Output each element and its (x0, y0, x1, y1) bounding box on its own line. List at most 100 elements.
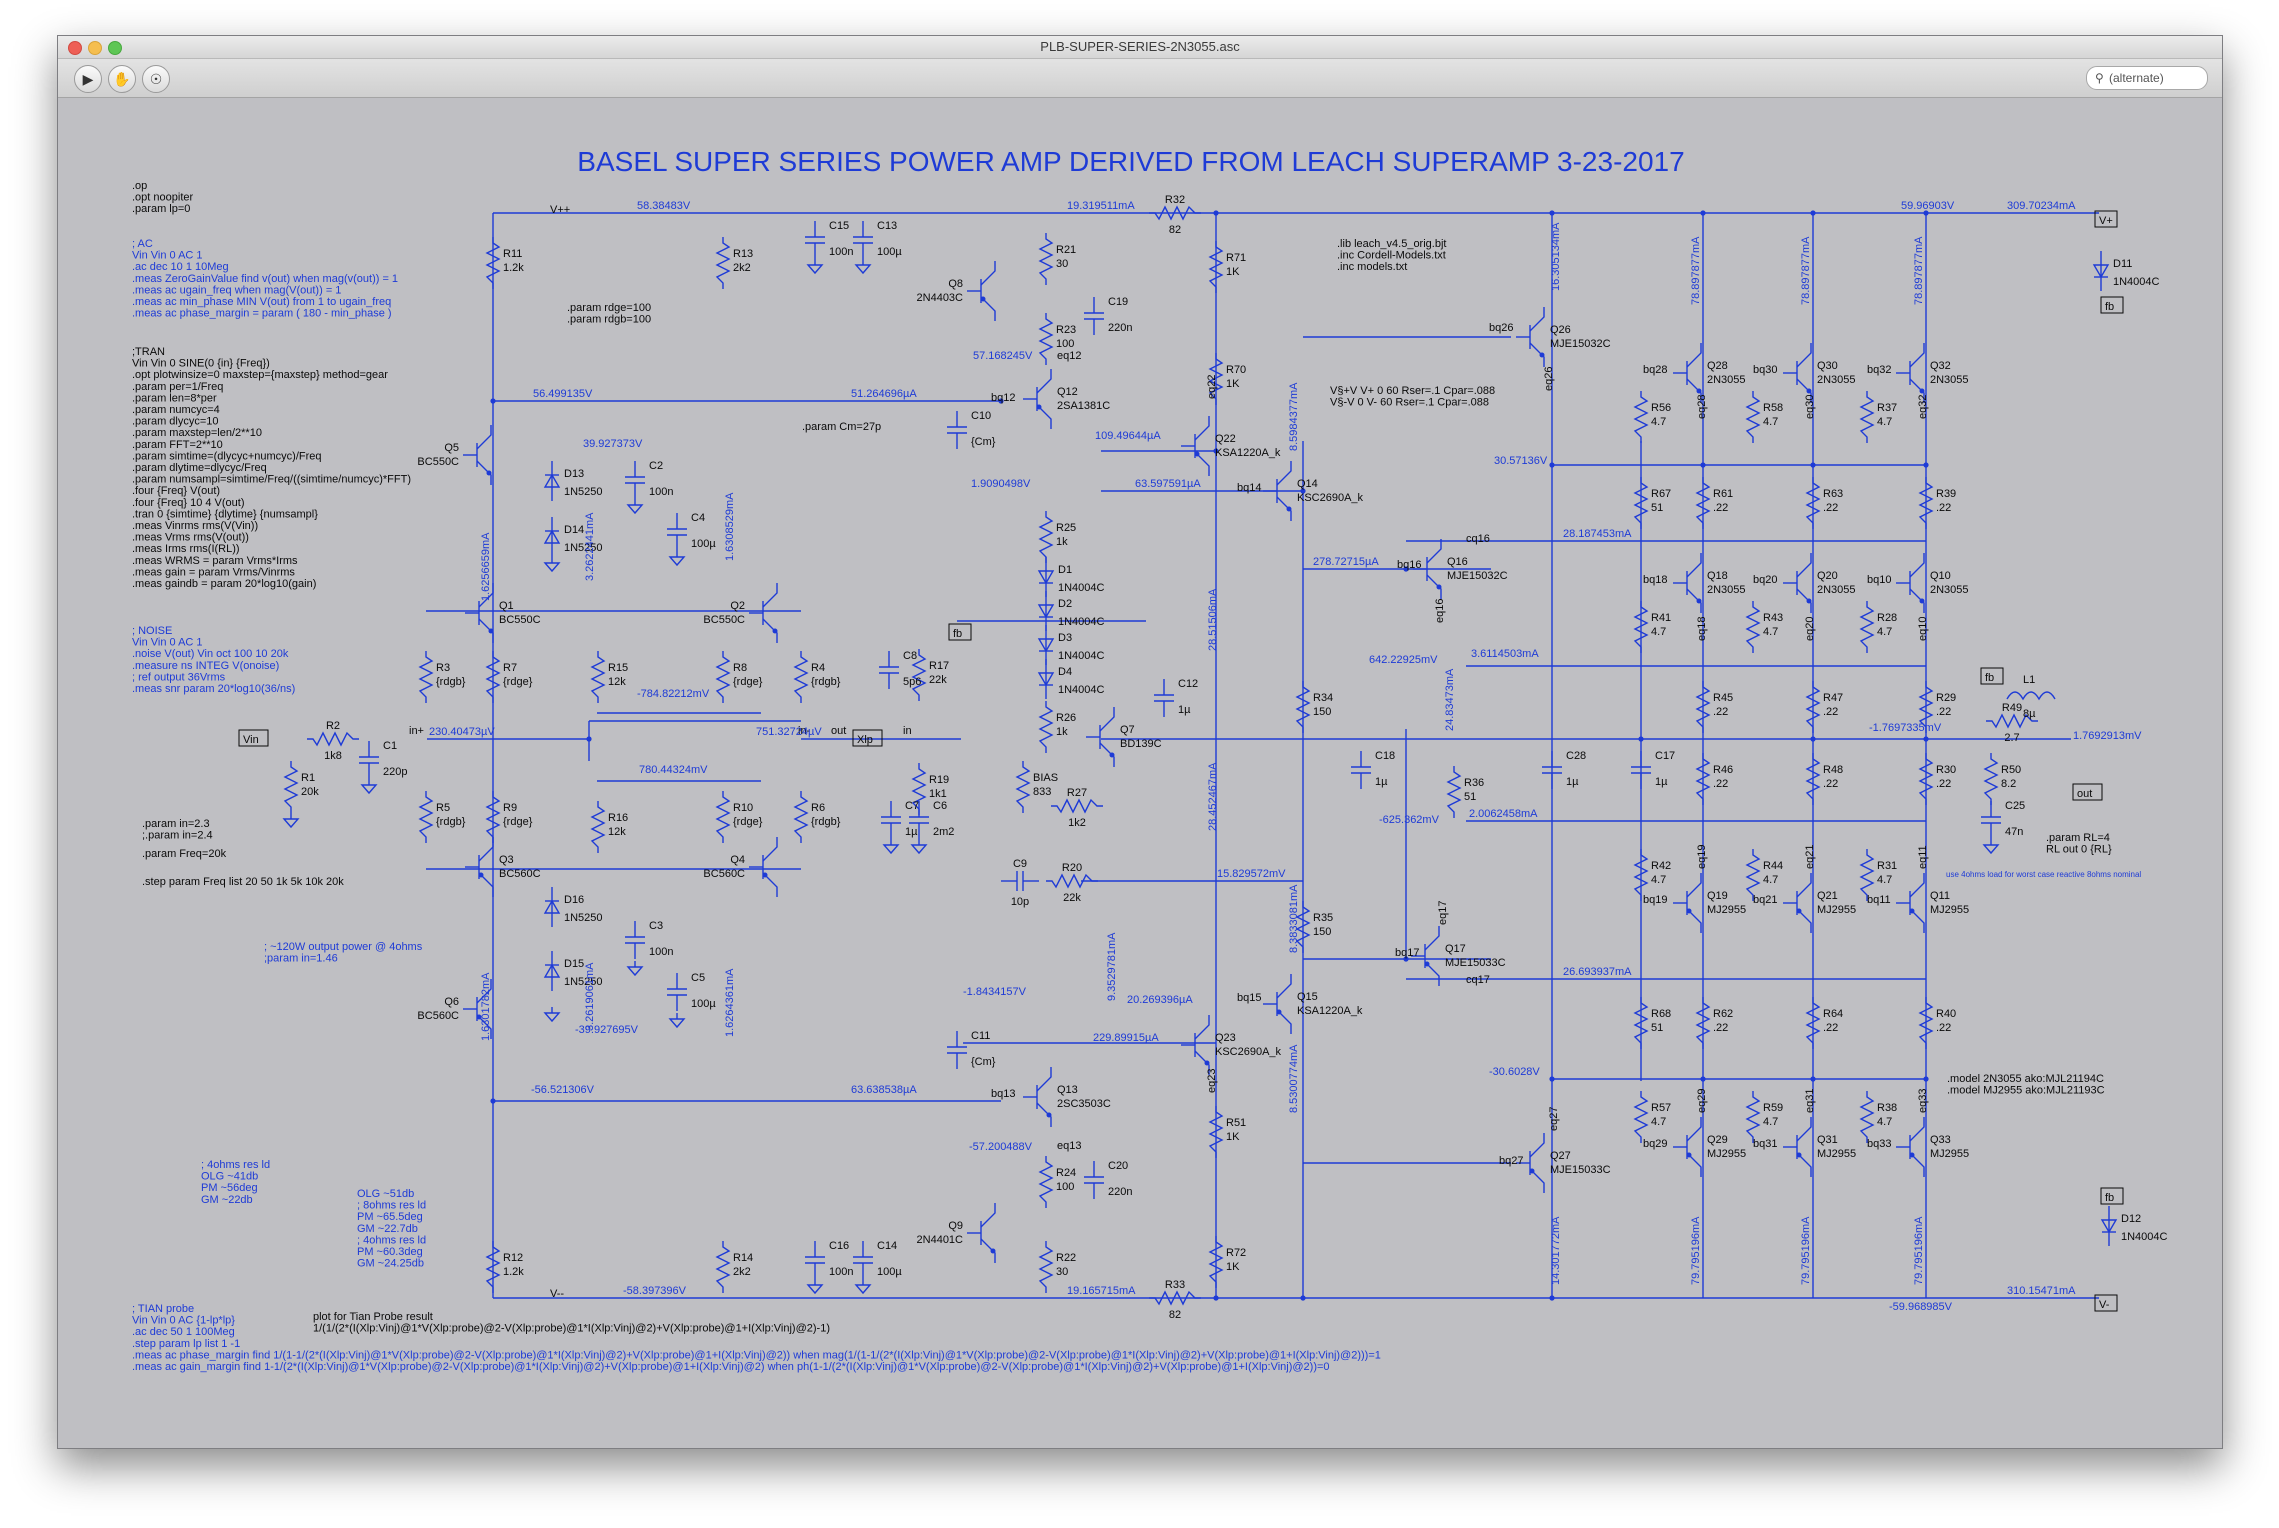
wire (1208, 241, 1224, 293)
transistor-arrow (1436, 584, 1442, 590)
schematic-canvas[interactable]: BASEL SUPER SERIES POWER AMP DERIVED FRO… (58, 98, 2222, 1448)
diode-body (2092, 264, 2110, 279)
diode-body (543, 473, 561, 488)
net-flag (1980, 667, 2004, 685)
wire (1686, 553, 1702, 578)
transistor-arrow (772, 628, 778, 634)
resistor-value: 833 (1033, 786, 1051, 798)
transistor-arrow (1806, 388, 1812, 394)
probe-icon[interactable]: ☉ (142, 65, 170, 93)
transistor-model: 2N3055 (1707, 584, 1746, 596)
spice-directive: .opt noopiter (132, 192, 193, 204)
resistor-ref: R17 (929, 660, 949, 672)
probe-readout: 780.44324mV (639, 764, 708, 776)
wire (1859, 391, 1875, 443)
transistor-ref: Q15 (1297, 991, 1318, 1003)
close-button[interactable] (68, 41, 82, 55)
resistor-value: 4.7 (1651, 874, 1666, 886)
wire (1426, 574, 1442, 599)
wire (1796, 343, 1812, 368)
net-label: eq18 (1696, 617, 1708, 641)
spice-directive: .param numcyc=4 (132, 404, 220, 416)
spice-directive: .inc models.txt (1337, 261, 1407, 273)
wire (1149, 205, 1201, 221)
spice-directive: GM ~22db (201, 1194, 253, 1206)
probe-readout: 78.897877mA (1690, 236, 1702, 305)
transistor-arrow (1796, 1152, 1802, 1158)
capacitor-value: 1µ (1566, 776, 1579, 788)
junction-dot (1403, 566, 1409, 572)
resistor-value: 150 (1313, 926, 1331, 938)
diode-model: 1N4004C (1058, 650, 1105, 662)
transistor-ref: Q4 (730, 854, 745, 866)
net-label: bq19 (1643, 894, 1667, 906)
transistor-arrow (1204, 1060, 1210, 1066)
capacitor-ref: C6 (933, 800, 947, 812)
transistor-model: 2N4403C (917, 292, 964, 304)
diode-model: 1N5250 (564, 542, 603, 554)
resistor-value: {rdge} (503, 676, 533, 688)
net-label: eq10 (1917, 617, 1929, 641)
spice-directive: .param simtime=(dlycyc+numcyc)/Freq (132, 450, 322, 462)
zoom-button[interactable] (108, 41, 122, 55)
probe-readout: -784.82212mV (637, 688, 710, 700)
probe-readout: 63.638538µA (851, 1084, 917, 1096)
wire (1038, 233, 1054, 285)
net-flag-label: fb (2105, 301, 2114, 313)
probe-readout: 59.96903V (1901, 200, 1955, 212)
resistor-ref: R24 (1056, 1167, 1076, 1179)
wire (1038, 511, 1054, 563)
diode-model: 1N5250 (564, 976, 603, 988)
probe-readout: 56.499135V (533, 388, 593, 400)
resistor-ref: R33 (1165, 1279, 1185, 1291)
pan-hand-icon[interactable]: ✋ (108, 65, 136, 93)
spice-directive: .four {Freq} 10 4 V(out) (132, 497, 245, 509)
spice-directive: ; 4ohms res ld (201, 1159, 270, 1171)
junction-dot (1300, 488, 1306, 494)
transistor-model: KSA1220A_k (1215, 447, 1281, 459)
spice-directive: Vin Vin 0 SINE(0 {in} {Freq}) (132, 358, 270, 370)
wire (1983, 753, 1999, 805)
spice-directive: ; 4ohms res ld (357, 1234, 426, 1246)
probe-readout: 39.927373V (583, 438, 643, 450)
resistor-value: 4.7 (1877, 874, 1892, 886)
wire (283, 761, 299, 813)
resistor-value: 4.7 (1651, 1116, 1666, 1128)
wire (1796, 553, 1812, 578)
search-field[interactable]: ⚲ (alternate) (2086, 66, 2208, 90)
minimize-button[interactable] (88, 41, 102, 55)
wire (478, 618, 494, 643)
diode-body (1037, 638, 1055, 653)
transistor-model: BD139C (1120, 738, 1162, 750)
resistor-value: 51 (1651, 502, 1663, 514)
wire (1909, 1152, 1925, 1177)
net-label: eq19 (1696, 845, 1708, 869)
capacitor-value: 1µ (1655, 776, 1668, 788)
net-label: out (831, 725, 846, 737)
junction-dot (1700, 462, 1706, 468)
resistor-value: 4.7 (1763, 416, 1778, 428)
net-label: eq27 (1548, 1107, 1560, 1131)
resistor-value: 150 (1313, 706, 1331, 718)
wire (1686, 378, 1702, 403)
run-icon[interactable]: ▶ (74, 65, 102, 93)
inductor-coil (2006, 691, 2056, 701)
transistor-model: 2N3055 (1930, 584, 1969, 596)
resistor-value: 2k2 (733, 1266, 751, 1278)
junction-dot (998, 398, 1004, 404)
resistor-value: 12k (608, 676, 626, 688)
net-flag (2072, 783, 2103, 801)
transistor-model: 2N3055 (1817, 374, 1856, 386)
spice-directive: V§-V 0 V- 60 Rser=.1 Cpar=.088 (1330, 397, 1489, 409)
capacitor-ref: C7 (905, 800, 919, 812)
ground-symbol (543, 1012, 561, 1023)
resistor-value: .22 (1823, 1022, 1838, 1034)
net-label: in- (798, 725, 811, 737)
wire (1796, 1152, 1812, 1177)
capacitor-ref: C14 (877, 1240, 897, 1252)
net-label: bq30 (1753, 364, 1777, 376)
resistor-value: 1k8 (324, 750, 342, 762)
probe-readout: 58.38483V (637, 200, 691, 212)
ground-symbol (854, 1284, 872, 1295)
capacitor-value: 220n (1108, 322, 1132, 334)
